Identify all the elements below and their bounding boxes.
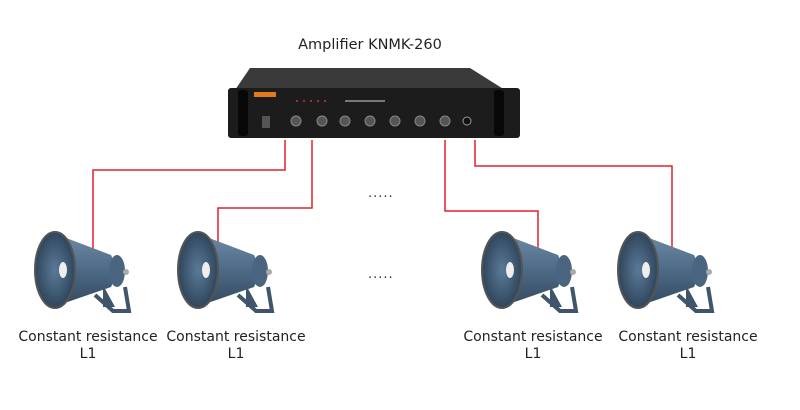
speaker-type: Constant resistance <box>463 329 603 345</box>
speaker-2 <box>176 230 274 313</box>
speaker-1 <box>33 230 131 313</box>
speaker-4 <box>616 230 714 313</box>
speaker-type: Constant resistance <box>18 329 158 345</box>
amplifier <box>228 68 520 138</box>
speaker-line: L1 <box>679 346 697 362</box>
wires <box>92 140 673 252</box>
wire-4 <box>474 140 673 252</box>
wire-2 <box>217 140 313 252</box>
ellipsis-bottom: ..... <box>368 267 394 282</box>
speaker-line: L1 <box>79 346 97 362</box>
wire-3 <box>444 140 539 252</box>
speaker-3 <box>480 230 578 313</box>
ellipsis-top: ..... <box>368 186 394 201</box>
speaker-type: Constant resistance <box>618 329 758 345</box>
wire-1 <box>92 140 286 252</box>
speaker-type: Constant resistance <box>166 329 306 345</box>
amplifier-title: Amplifier KNMK-260 <box>298 37 442 53</box>
speaker-line: L1 <box>524 346 542 362</box>
speaker-line: L1 <box>227 346 245 362</box>
